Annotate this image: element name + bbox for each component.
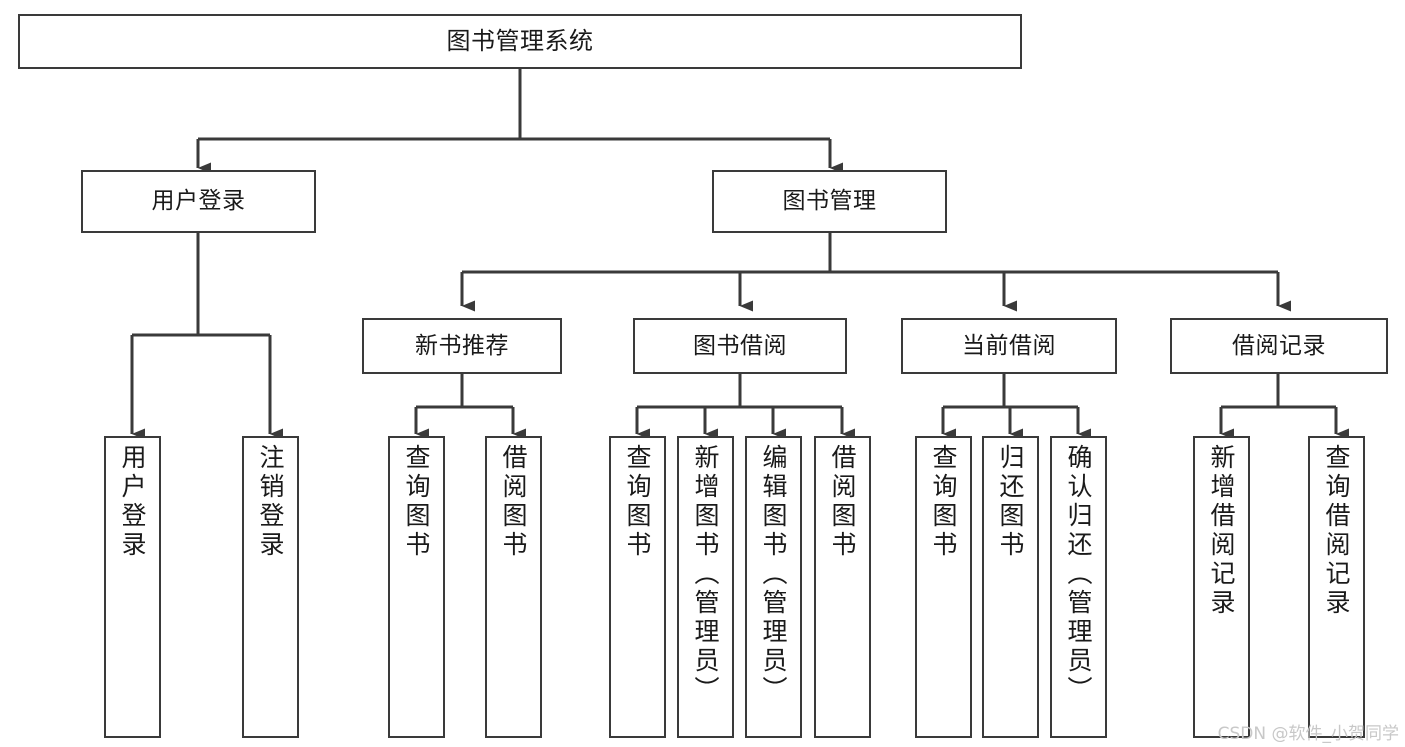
node-label: 用户登录: [118, 444, 147, 560]
leaf-borrow-query-book[interactable]: 查询图书: [609, 436, 666, 738]
leaf-borrow-edit-book-admin[interactable]: 编辑图书（管理员）: [745, 436, 802, 738]
leaf-current-query-book[interactable]: 查询图书: [915, 436, 972, 738]
node-label: 查询借阅记录: [1322, 444, 1351, 618]
node-label: 图书管理系统: [446, 26, 594, 55]
watermark: CSDN @软件_小贺同学: [1217, 724, 1399, 744]
leaf-borrow-borrow-book[interactable]: 借阅图书: [814, 436, 871, 738]
leaf-current-confirm-return-admin[interactable]: 确认归还（管理员）: [1050, 436, 1107, 738]
node-label: 新书推荐: [415, 332, 509, 359]
node-borrow-record[interactable]: 借阅记录: [1170, 318, 1388, 374]
node-label: 查询图书: [623, 444, 652, 560]
node-current-borrow[interactable]: 当前借阅: [901, 318, 1117, 374]
node-label: 借阅图书: [828, 444, 857, 560]
leaf-logout[interactable]: 注销登录: [242, 436, 299, 738]
leaf-record-query-borrow-record[interactable]: 查询借阅记录: [1308, 436, 1365, 738]
node-label: 图书管理: [782, 188, 877, 215]
node-label: 确认归还（管理员）: [1064, 444, 1093, 705]
node-label: 当前借阅: [962, 332, 1056, 359]
node-label: 归还图书: [996, 444, 1025, 560]
node-new-book-recommend[interactable]: 新书推荐: [362, 318, 562, 374]
node-label: 借阅图书: [499, 444, 528, 560]
leaf-new-book-borrow-book[interactable]: 借阅图书: [485, 436, 542, 738]
node-label: 新增图书（管理员）: [691, 444, 720, 705]
node-label: 编辑图书（管理员）: [759, 444, 788, 705]
node-book-management[interactable]: 图书管理: [712, 170, 947, 233]
node-book-borrow[interactable]: 图书借阅: [633, 318, 847, 374]
node-label: 用户登录: [151, 188, 246, 215]
leaf-record-add-borrow-record[interactable]: 新增借阅记录: [1193, 436, 1250, 738]
leaf-current-return-book[interactable]: 归还图书: [982, 436, 1039, 738]
node-label: 借阅记录: [1232, 332, 1326, 359]
node-user-login[interactable]: 用户登录: [81, 170, 316, 233]
node-label: 注销登录: [256, 444, 285, 560]
node-label: 查询图书: [402, 444, 431, 560]
node-root-book-management-system[interactable]: 图书管理系统: [18, 14, 1022, 69]
node-label: 新增借阅记录: [1207, 444, 1236, 618]
leaf-borrow-add-book-admin[interactable]: 新增图书（管理员）: [677, 436, 734, 738]
leaf-new-book-query-book[interactable]: 查询图书: [388, 436, 445, 738]
node-label: 图书借阅: [693, 332, 787, 359]
node-label: 查询图书: [929, 444, 958, 560]
leaf-user-login[interactable]: 用户登录: [104, 436, 161, 738]
